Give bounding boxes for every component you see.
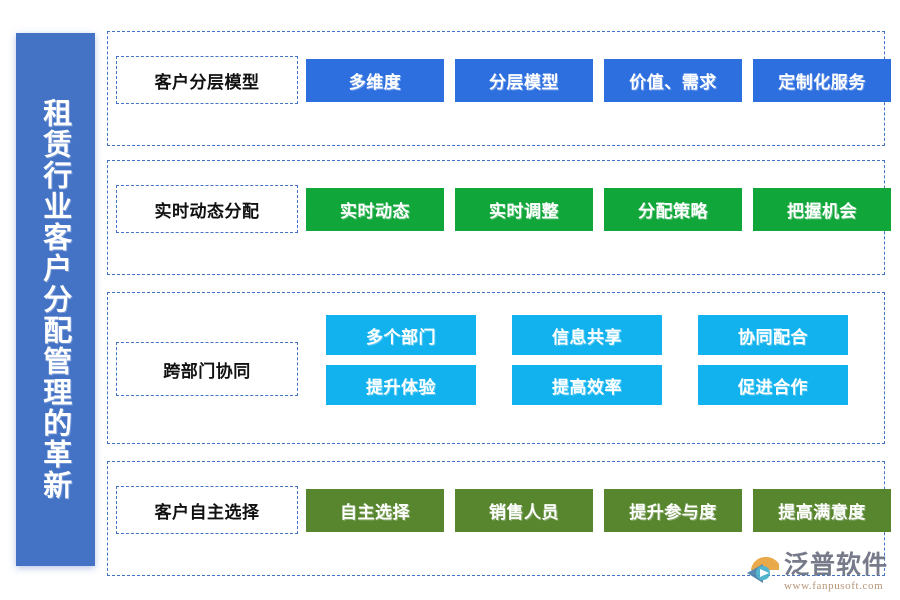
chip-item[interactable]: 价值、需求 (604, 58, 742, 102)
chip-list-4: 自主选择 销售人员 提升参与度 提高满意度 (306, 486, 891, 534)
group-label-1: 客户分层模型 (116, 56, 298, 104)
chip-item[interactable]: 销售人员 (455, 488, 593, 532)
chip-item[interactable]: 促进合作 (698, 365, 848, 405)
chip-list-3: 多个部门 信息共享 协同配合 提升体验 提高效率 促进合作 (326, 315, 848, 405)
chip-item[interactable]: 多个部门 (326, 315, 476, 355)
group-label-3: 跨部门协同 (116, 342, 298, 396)
group-label-2: 实时动态分配 (116, 185, 298, 233)
group-container-1: 客户分层模型 多维度 分层模型 价值、需求 定制化服务 (107, 31, 891, 146)
group-container-2: 实时动态分配 泛普软件 实时动态 实时调整 分配策略 把握机会 (107, 160, 891, 275)
chip-item[interactable]: 分层模型 (455, 58, 593, 102)
chip-item[interactable]: 把握机会 (753, 187, 891, 231)
group-label-4: 客户自主选择 (116, 486, 298, 534)
group-container-3: 跨部门协同 多个部门 信息共享 协同配合 提升体验 提高效率 促进合作 (107, 292, 885, 444)
chip-item[interactable]: 自主选择 (306, 488, 444, 532)
page-title: 租赁行业客户分配管理的革新 (38, 98, 73, 501)
chip-item[interactable]: 定制化服务 (753, 58, 891, 102)
chip-item[interactable]: 提升参与度 (604, 488, 742, 532)
vertical-title-banner: 租赁行业客户分配管理的革新 (16, 33, 95, 566)
chip-item[interactable]: 提高效率 (512, 365, 662, 405)
chip-list-2: 实时动态 实时调整 分配策略 把握机会 (306, 185, 891, 233)
chip-item[interactable]: 提升体验 (326, 365, 476, 405)
group-container-4: 客户自主选择 自主选择 销售人员 提升参与度 提高满意度 (107, 461, 891, 576)
chip-item[interactable]: 信息共享 (512, 315, 662, 355)
chip-list-1: 多维度 分层模型 价值、需求 定制化服务 (306, 56, 891, 104)
chip-item[interactable]: 协同配合 (698, 315, 848, 355)
chip-item[interactable]: 实时调整 (455, 187, 593, 231)
chip-item[interactable]: 多维度 (306, 58, 444, 102)
chip-item[interactable]: 实时动态 (306, 187, 444, 231)
chip-item[interactable]: 分配策略 (604, 187, 742, 231)
chip-item[interactable]: 提高满意度 (753, 488, 891, 532)
brand-url: www.fanpusoft.com (783, 580, 884, 592)
